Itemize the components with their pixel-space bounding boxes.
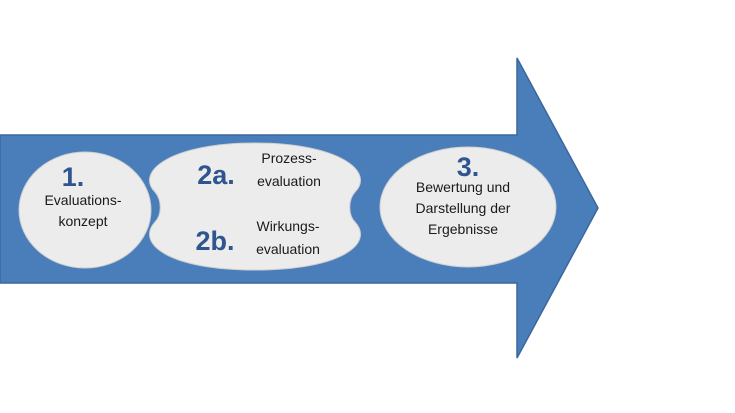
step2a-label-line2: evaluation <box>257 173 321 189</box>
step3-ellipse <box>379 146 557 268</box>
step2b-label-line1: Wirkungs- <box>256 218 319 234</box>
step1-label-line2: konzept <box>58 213 107 229</box>
step3-label-line2: Darstellung der <box>416 200 511 216</box>
step2b-label-line2: evaluation <box>256 241 320 257</box>
step1-number: 1. <box>62 162 85 192</box>
step1-ellipse <box>18 151 152 269</box>
step3-label-line3: Ergebnisse <box>428 221 498 237</box>
step1-label-line1: Evaluations- <box>44 192 121 208</box>
step2a-label-line1: Prozess- <box>261 150 317 166</box>
step3-number: 3. <box>457 152 480 182</box>
step3-label-line1: Bewertung und <box>416 179 510 195</box>
step2a-number: 2a. <box>197 160 235 190</box>
step2-shape <box>149 142 361 271</box>
step2b-number: 2b. <box>195 226 234 256</box>
